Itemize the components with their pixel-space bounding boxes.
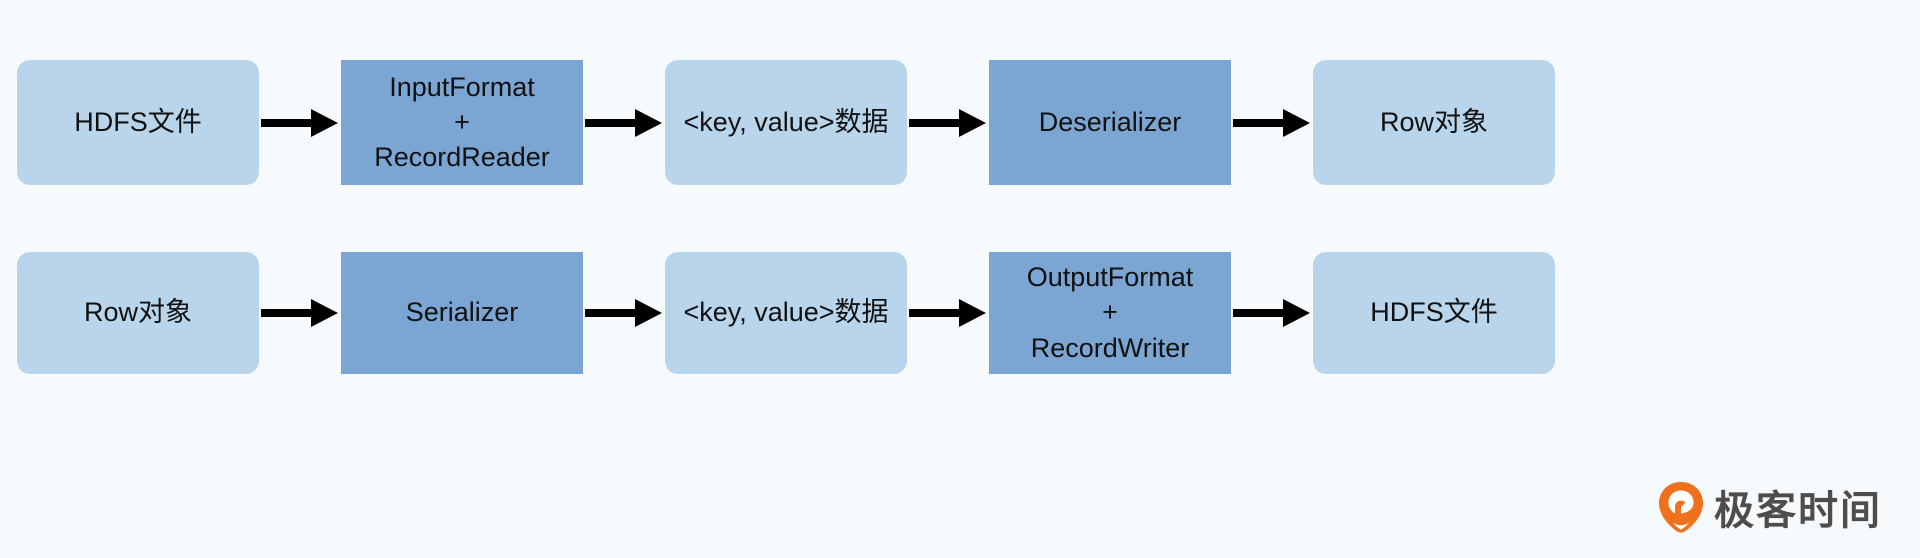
node-inputformat-recordreader: InputFormat + RecordReader xyxy=(341,60,583,185)
node-label: HDFS文件 xyxy=(1370,297,1498,328)
node-key-value-data-read: <key, value>数据 xyxy=(665,60,907,185)
node-deserializer: Deserializer xyxy=(989,60,1231,185)
node-hdfs-file-input: HDFS文件 xyxy=(17,60,259,185)
arrow-right-icon xyxy=(259,103,341,143)
node-label: Row对象 xyxy=(83,297,192,328)
flow-row-read-path: HDFS文件 InputFormat + RecordReader <key, … xyxy=(0,60,1920,185)
node-serializer: Serializer xyxy=(341,252,583,374)
arrow-right-icon xyxy=(1231,293,1313,333)
node-label: Row对象 xyxy=(1379,106,1488,137)
row-left-spacer xyxy=(0,122,17,123)
node-row-object-input: Row对象 xyxy=(17,252,259,374)
node-label: OutputFormat + RecordWriter xyxy=(1026,262,1194,363)
node-row-object-output: Row对象 xyxy=(1313,60,1555,185)
watermark-text: 极客时间 xyxy=(1714,488,1882,534)
arrow-right-icon xyxy=(259,293,341,333)
node-label: HDFS文件 xyxy=(74,106,202,137)
arrow-right-icon xyxy=(1231,103,1313,143)
node-label: Deserializer xyxy=(1038,106,1182,137)
watermark: 极客时间 xyxy=(1658,478,1882,536)
node-label: InputFormat + RecordReader xyxy=(374,71,550,173)
node-outputformat-recordwriter: OutputFormat + RecordWriter xyxy=(989,252,1231,374)
node-label: <key, value>数据 xyxy=(683,106,889,137)
geektime-pin-logo-icon xyxy=(1658,481,1704,533)
flow-row-write-path: Row对象 Serializer <key, value>数据 OutputFo… xyxy=(0,252,1920,374)
node-key-value-data-write: <key, value>数据 xyxy=(665,252,907,374)
arrow-right-icon xyxy=(907,293,989,333)
arrow-right-icon xyxy=(583,103,665,143)
node-label: Serializer xyxy=(405,297,519,328)
row-left-spacer xyxy=(0,313,17,314)
node-label: <key, value>数据 xyxy=(683,297,889,328)
arrow-right-icon xyxy=(907,103,989,143)
arrow-right-icon xyxy=(583,293,665,333)
node-hdfs-file-output: HDFS文件 xyxy=(1313,252,1555,374)
